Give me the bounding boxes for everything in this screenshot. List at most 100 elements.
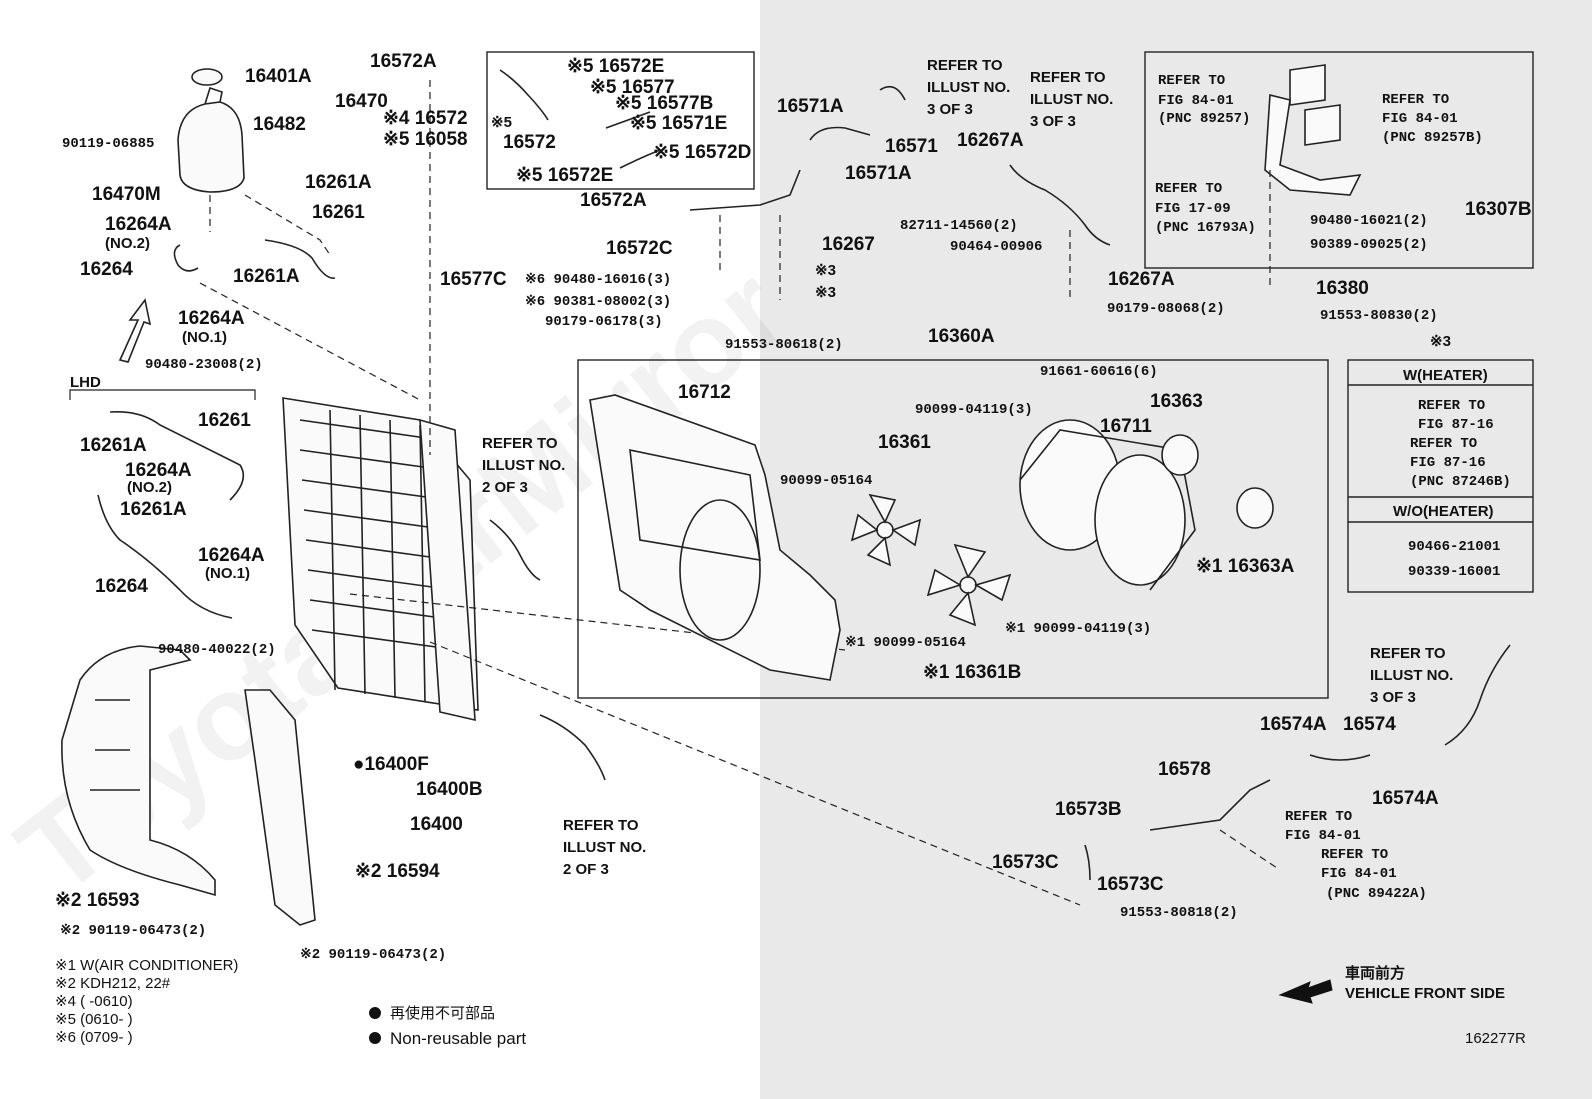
part-label: 16577C: [440, 269, 507, 290]
part-label: 91553-80818(2): [1120, 905, 1238, 921]
part-label: 90389-09025(2): [1310, 237, 1428, 253]
part-label: ILLUST NO.: [563, 839, 646, 856]
part-label: ※3: [815, 284, 836, 301]
symbol-legend: 再使用不可部品 Non-reusable part: [369, 1005, 526, 1048]
non-reusable-bullet-icon: [369, 1032, 381, 1044]
part-label: ※2 16594: [355, 861, 440, 882]
upper-hose-parts: [499, 69, 661, 169]
part-label: W/O(HEATER): [1393, 503, 1494, 520]
part-label: 90480-23008(2): [145, 357, 263, 373]
part-label: 90179-08068(2): [1107, 301, 1225, 317]
part-label: ※2 16593: [55, 890, 140, 911]
part-label: (PNC 87246B): [1410, 474, 1511, 490]
inset-box-hose: [486, 51, 755, 190]
legend-jp: 再使用不可部品: [390, 1005, 495, 1022]
fan-blade-16361B: [926, 543, 1012, 627]
part-label: ※3: [1430, 333, 1451, 350]
part-label: 16264A: [178, 308, 245, 329]
part-label: 16264A: [105, 214, 172, 235]
leader-dashed: [199, 282, 421, 401]
part-label: 90480-40022(2): [158, 642, 276, 658]
part-label: 90179-06178(3): [545, 314, 663, 330]
part-label: ※5: [491, 114, 512, 131]
part-label: 16572C: [606, 238, 673, 259]
part-label: 3 OF 3: [927, 101, 973, 118]
side-seal-16594: [244, 689, 316, 926]
part-label: 90119-06885: [62, 136, 154, 152]
note-line: ※5 (0610- ): [55, 1011, 133, 1028]
part-label: REFER TO: [482, 435, 558, 452]
reservoir-hoses: [173, 194, 336, 279]
part-label: 16261A: [80, 435, 147, 456]
leader-dashed: [429, 641, 1081, 906]
part-label: ※6 90381-08002(3): [525, 294, 671, 310]
radiator-hoses: [489, 519, 606, 781]
part-label: REFER TO: [1158, 73, 1225, 89]
part-label: 16401A: [245, 66, 312, 87]
part-label: ※1 16363A: [1196, 556, 1295, 577]
part-label: 16572A: [580, 190, 647, 211]
part-label: ※6 90480-16016(3): [525, 272, 671, 288]
part-label: 90480-16021(2): [1310, 213, 1428, 229]
part-label: 16264A: [198, 545, 265, 566]
part-label: 90099-05164: [780, 473, 872, 489]
note-line: ※4 ( -0610): [55, 993, 133, 1010]
part-label: REFER TO: [1370, 645, 1446, 662]
part-label: ※5 16058: [383, 129, 468, 150]
fan-blade-16361: [850, 493, 922, 567]
part-label: 16572: [503, 132, 556, 153]
part-label: 91553-80830(2): [1320, 308, 1438, 324]
part-label: 16264: [95, 576, 148, 597]
part-label: 16400: [410, 814, 463, 835]
part-label: (NO.2): [105, 235, 150, 252]
part-label: 16264: [80, 259, 133, 280]
part-label: LHD: [70, 374, 101, 391]
part-label: REFER TO: [1410, 436, 1477, 452]
part-label: 2 OF 3: [563, 861, 609, 878]
part-label: 16470M: [92, 184, 161, 205]
reservoir-tank: [177, 68, 245, 232]
fan-shroud-16712: [589, 394, 841, 681]
water-pipe: [689, 85, 906, 300]
part-label: ※5 16577B: [615, 93, 713, 114]
part-label: 16573C: [1097, 874, 1164, 895]
part-label: FIG 84-01: [1158, 93, 1234, 109]
part-label: ※2 90119-06473(2): [300, 947, 446, 963]
part-label: 16573C: [992, 852, 1059, 873]
part-label: 16711: [1100, 416, 1152, 437]
part-label: 16261: [312, 202, 365, 223]
part-label: ●16400F: [353, 754, 429, 775]
part-label: 16574A: [1372, 788, 1439, 809]
part-label: 16571: [885, 136, 938, 157]
side-seal-16593: [61, 645, 216, 897]
part-label: REFER TO: [927, 57, 1003, 74]
bracket-16380: [1264, 64, 1362, 290]
part-label: 90464-00906: [950, 239, 1042, 255]
radiator-core: [282, 397, 479, 722]
part-label: 16261A: [233, 266, 300, 287]
part-label: (PNC 89422A): [1326, 886, 1427, 902]
part-label: W(HEATER): [1403, 367, 1488, 384]
part-label: REFER TO: [1030, 69, 1106, 86]
vehicle-front-arrow-icon: [1278, 979, 1333, 1004]
part-label: ※5 16577: [590, 77, 675, 98]
part-labels: 16401A 16470 16482 90119-06885 16470M 16…: [55, 51, 1532, 1002]
part-label: ※1 90099-04119(3): [1005, 621, 1151, 637]
hose-16267: [1009, 164, 1111, 300]
part-label: 16574: [1343, 714, 1396, 735]
part-label: ILLUST NO.: [1370, 667, 1453, 684]
part-label: 16573B: [1055, 799, 1122, 820]
part-label: FIG 17-09: [1155, 201, 1231, 217]
part-label: ※5 16572E: [516, 165, 613, 186]
part-label: 16261A: [305, 172, 372, 193]
part-label: 車両前方: [1345, 964, 1405, 982]
part-label: 16360A: [928, 326, 995, 347]
part-label: 16571A: [777, 96, 844, 117]
part-label: ILLUST NO.: [482, 457, 565, 474]
water-outlet-pipe: [1084, 644, 1511, 881]
part-label: ※5 16571E: [630, 113, 727, 134]
part-label: REFER TO: [1285, 809, 1352, 825]
part-label: REFER TO: [563, 817, 639, 834]
part-label: 16267A: [1108, 269, 1175, 290]
